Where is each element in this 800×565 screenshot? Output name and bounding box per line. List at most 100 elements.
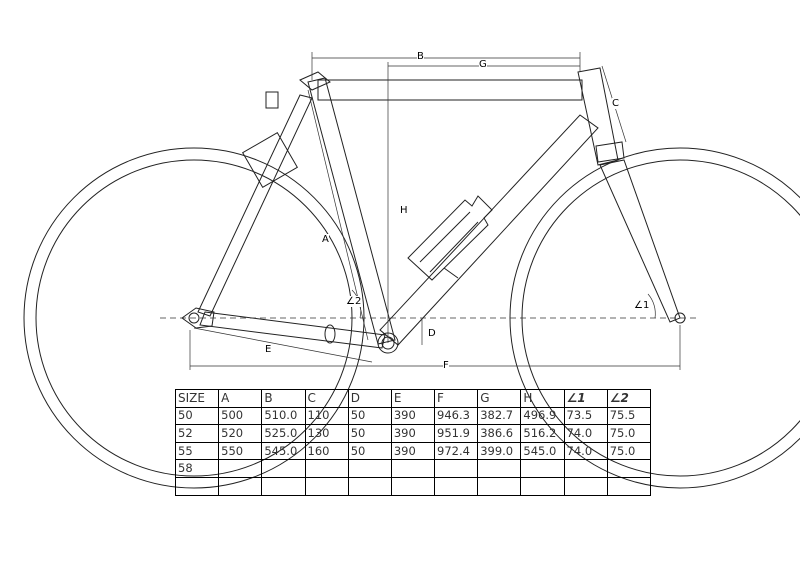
table-cell <box>347 476 392 496</box>
table-cell <box>174 476 220 496</box>
table-row: 55 550 545.0 160 50 390 972.4 399.0 545.… <box>174 441 652 461</box>
label-E: E <box>265 344 272 355</box>
header-cell: F <box>434 389 479 408</box>
table-cell <box>434 459 479 478</box>
table-cell: 951.9 <box>434 424 479 443</box>
table-cell <box>606 459 652 478</box>
label-C: C <box>612 98 619 109</box>
table-cell: 946.3 <box>434 406 479 426</box>
water-bottle <box>407 195 493 281</box>
table-cell <box>261 459 306 478</box>
table-cell: 55 <box>174 441 220 461</box>
table-header-row: SIZE A B C D E F G H ∠1 ∠2 <box>174 389 652 408</box>
label-D: D <box>428 328 436 339</box>
rear-dropout <box>181 307 215 329</box>
table-row <box>174 476 652 496</box>
geometry-table: SIZE A B C D E F G H ∠1 ∠2 50 500 510.0 … <box>174 389 652 496</box>
dim-E-line <box>193 327 373 363</box>
header-cell: ∠2 <box>606 389 652 408</box>
table-cell: 50 <box>174 406 220 426</box>
table-cell: 52 <box>174 424 220 443</box>
table-cell <box>477 476 522 496</box>
label-G: G <box>479 59 487 70</box>
table-cell: 50 <box>347 406 392 426</box>
table-cell <box>218 476 263 496</box>
header-cell: SIZE <box>174 389 220 408</box>
table-cell <box>261 476 306 496</box>
table-cell <box>390 459 436 478</box>
table-cell <box>563 459 608 478</box>
table-cell: 58 <box>174 459 220 478</box>
table-cell: 73.5 <box>563 406 608 426</box>
table-cell <box>477 459 522 478</box>
header-cell: D <box>347 389 392 408</box>
table-cell: 550 <box>218 441 263 461</box>
header-cell: E <box>390 389 436 408</box>
table-row: 50 500 510.0 110 50 390 946.3 382.7 496.… <box>174 406 652 426</box>
headset <box>595 141 625 163</box>
table-cell <box>347 459 392 478</box>
header-cell: G <box>477 389 522 408</box>
brake-part <box>241 131 299 189</box>
table-cell <box>304 459 349 478</box>
seat-stay <box>197 94 313 317</box>
label-angle-2: ∠2 <box>346 296 362 307</box>
table-cell <box>390 476 436 496</box>
label-A: A <box>322 234 329 245</box>
table-row: 52 520 525.0 130 50 390 951.9 386.6 516.… <box>174 424 652 443</box>
table-cell: 130 <box>304 424 349 443</box>
table-cell: 390 <box>390 406 436 426</box>
table-cell: 390 <box>390 424 436 443</box>
table-cell <box>606 476 652 496</box>
bottle-cage <box>419 211 479 279</box>
table-cell <box>434 476 479 496</box>
table-cell: 160 <box>304 441 349 461</box>
table-cell: 50 <box>347 424 392 443</box>
header-cell: A <box>218 389 263 408</box>
chain-stay <box>199 311 386 349</box>
table-cell: 50 <box>347 441 392 461</box>
header-cell: C <box>304 389 349 408</box>
table-cell: 500 <box>218 406 263 426</box>
header-cell: H <box>520 389 565 408</box>
table-cell: 496.9 <box>520 406 565 426</box>
table-cell: 386.6 <box>477 424 522 443</box>
label-B: B <box>417 51 424 62</box>
header-cell: B <box>261 389 306 408</box>
table-cell: 75.5 <box>606 406 652 426</box>
table-cell: 525.0 <box>261 424 306 443</box>
table-cell <box>520 459 565 478</box>
label-H: H <box>400 205 408 216</box>
top-tube <box>317 79 583 101</box>
table-cell: 382.7 <box>477 406 522 426</box>
table-cell: 390 <box>390 441 436 461</box>
table-cell: 399.0 <box>477 441 522 461</box>
table-cell: 545.0 <box>520 441 565 461</box>
down-tube <box>379 114 599 346</box>
table-cell: 516.2 <box>520 424 565 443</box>
table-cell: 75.0 <box>606 441 652 461</box>
table-row: 58 <box>174 459 652 478</box>
seat-tube <box>307 77 396 345</box>
rear-axle <box>188 312 200 324</box>
label-F: F <box>443 360 449 371</box>
table-cell: 510.0 <box>261 406 306 426</box>
fork <box>599 159 681 323</box>
table-cell: 110 <box>304 406 349 426</box>
chainstay-bridge <box>324 324 336 344</box>
table-cell: 75.0 <box>606 424 652 443</box>
table-cell: 74.0 <box>563 424 608 443</box>
table-cell: 545.0 <box>261 441 306 461</box>
seat-clamp-part <box>265 91 279 109</box>
head-tube <box>577 67 619 166</box>
table-cell: 972.4 <box>434 441 479 461</box>
header-cell: ∠1 <box>563 389 608 408</box>
angle-1-arc <box>647 293 656 319</box>
table-cell <box>563 476 608 496</box>
table-cell <box>218 459 263 478</box>
table-cell <box>304 476 349 496</box>
table-cell: 74.0 <box>563 441 608 461</box>
label-angle-1: ∠1 <box>634 300 650 311</box>
table-cell: 520 <box>218 424 263 443</box>
table-cell <box>520 476 565 496</box>
